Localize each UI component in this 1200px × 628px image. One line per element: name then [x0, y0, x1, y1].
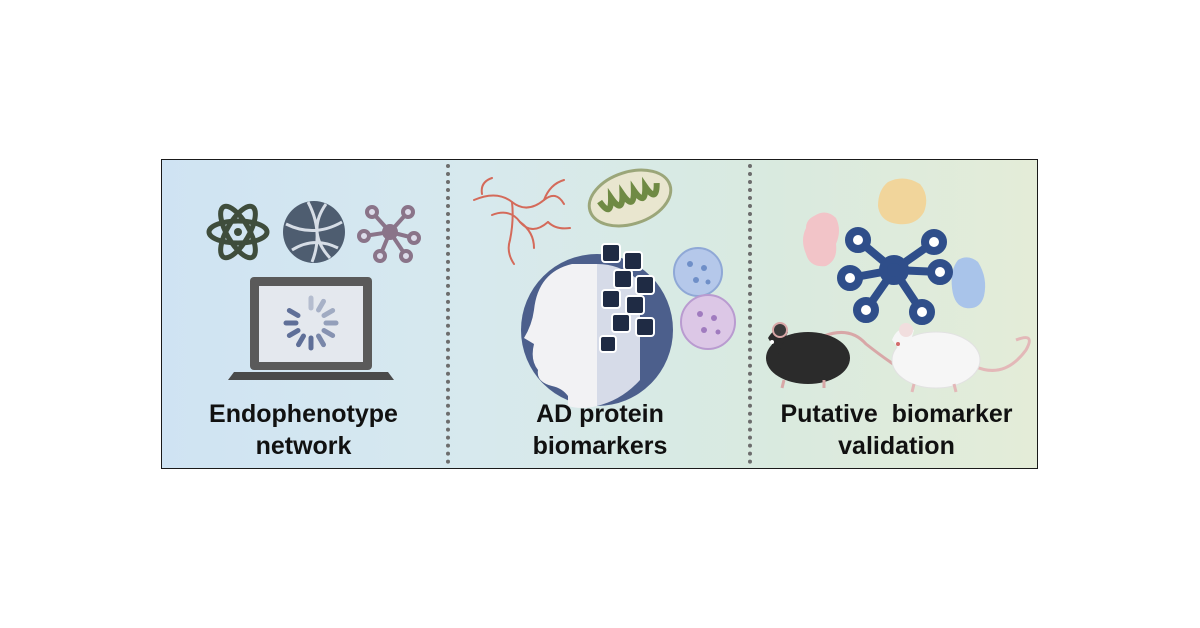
panel-3-illustration: [766, 178, 1031, 393]
caption-line-1: Putative biomarker: [780, 400, 1013, 428]
caption-line-1: Endophenotype: [209, 400, 398, 428]
globe-network-icon: [283, 201, 345, 263]
caption-line-2: validation: [838, 432, 955, 460]
panel-2-illustration: [473, 168, 736, 408]
caption-line-2: biomarkers: [532, 432, 668, 460]
caption-line-2: network: [255, 432, 352, 460]
atom-icon: [206, 203, 270, 261]
panel-endophenotype-network: Endophenotype network: [162, 160, 445, 468]
divider-2: [748, 164, 752, 464]
tissue-icon: [803, 178, 986, 309]
network-node-icon: [837, 227, 953, 325]
panel-putative-biomarker-validation: Putative biomarker validation: [754, 160, 1037, 468]
head-puzzle-icon: [521, 243, 673, 408]
caption-endophenotype-network: Endophenotype network: [162, 398, 445, 462]
divider-1: [446, 164, 450, 464]
caption-ad-protein-biomarkers: AD protein biomarkers: [452, 398, 748, 462]
panel-ad-protein-biomarkers: AD protein biomarkers: [452, 160, 748, 468]
mitochondrion-icon: [587, 168, 673, 228]
panel-1-illustration: [206, 201, 421, 380]
mouse-icon: [766, 322, 1031, 393]
molecule-network-icon: [357, 205, 421, 263]
cell-icon: [673, 247, 736, 350]
laptop-loading-icon: [228, 277, 394, 380]
caption-putative-biomarker-validation: Putative biomarker validation: [754, 398, 1037, 462]
caption-line-1: AD protein: [536, 400, 664, 428]
figure-frame: Endophenotype network: [161, 159, 1038, 469]
blood-vessel-icon: [473, 177, 571, 265]
